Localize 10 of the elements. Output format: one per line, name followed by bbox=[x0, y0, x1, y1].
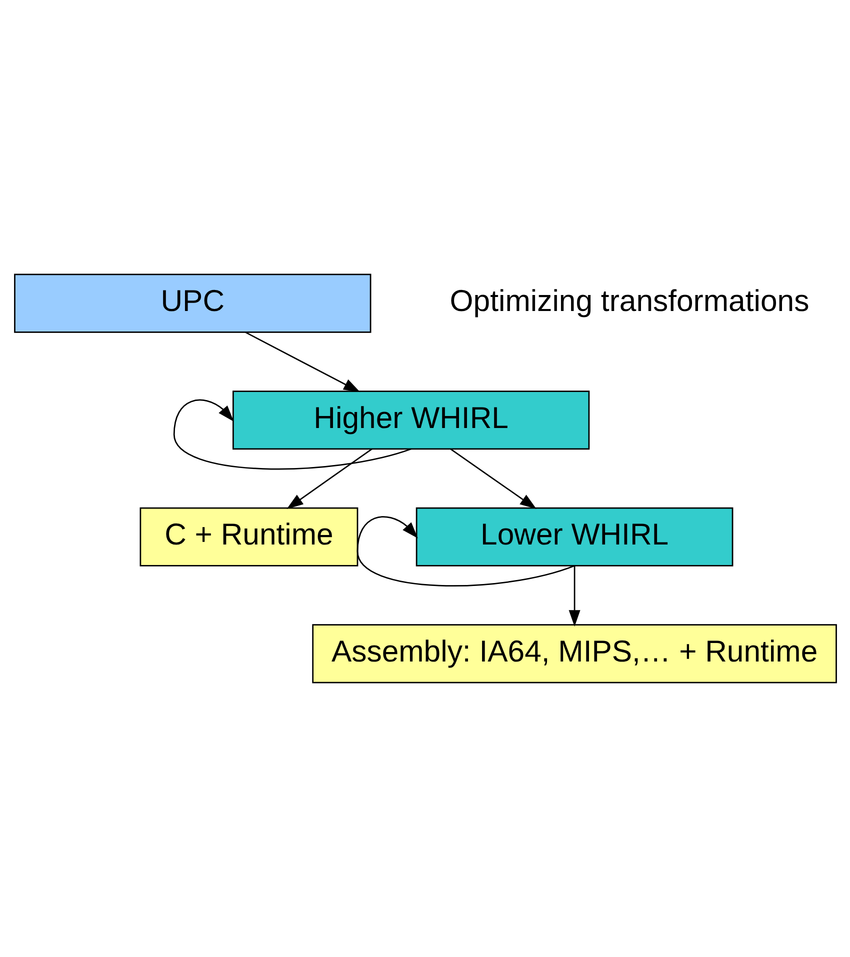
node-box: C + Runtime bbox=[139, 507, 358, 566]
node-box: Higher WHIRL bbox=[232, 390, 590, 450]
label: Optimizing transformations bbox=[449, 285, 809, 318]
arrow bbox=[286, 448, 372, 509]
arrow bbox=[244, 332, 360, 392]
node-box: Lower WHIRL bbox=[415, 507, 733, 566]
node-box: Assembly: IA64, MIPS,… + Runtime bbox=[312, 624, 836, 684]
arrow bbox=[568, 566, 580, 627]
node-box: UPC bbox=[14, 274, 371, 333]
arrow bbox=[450, 448, 536, 509]
